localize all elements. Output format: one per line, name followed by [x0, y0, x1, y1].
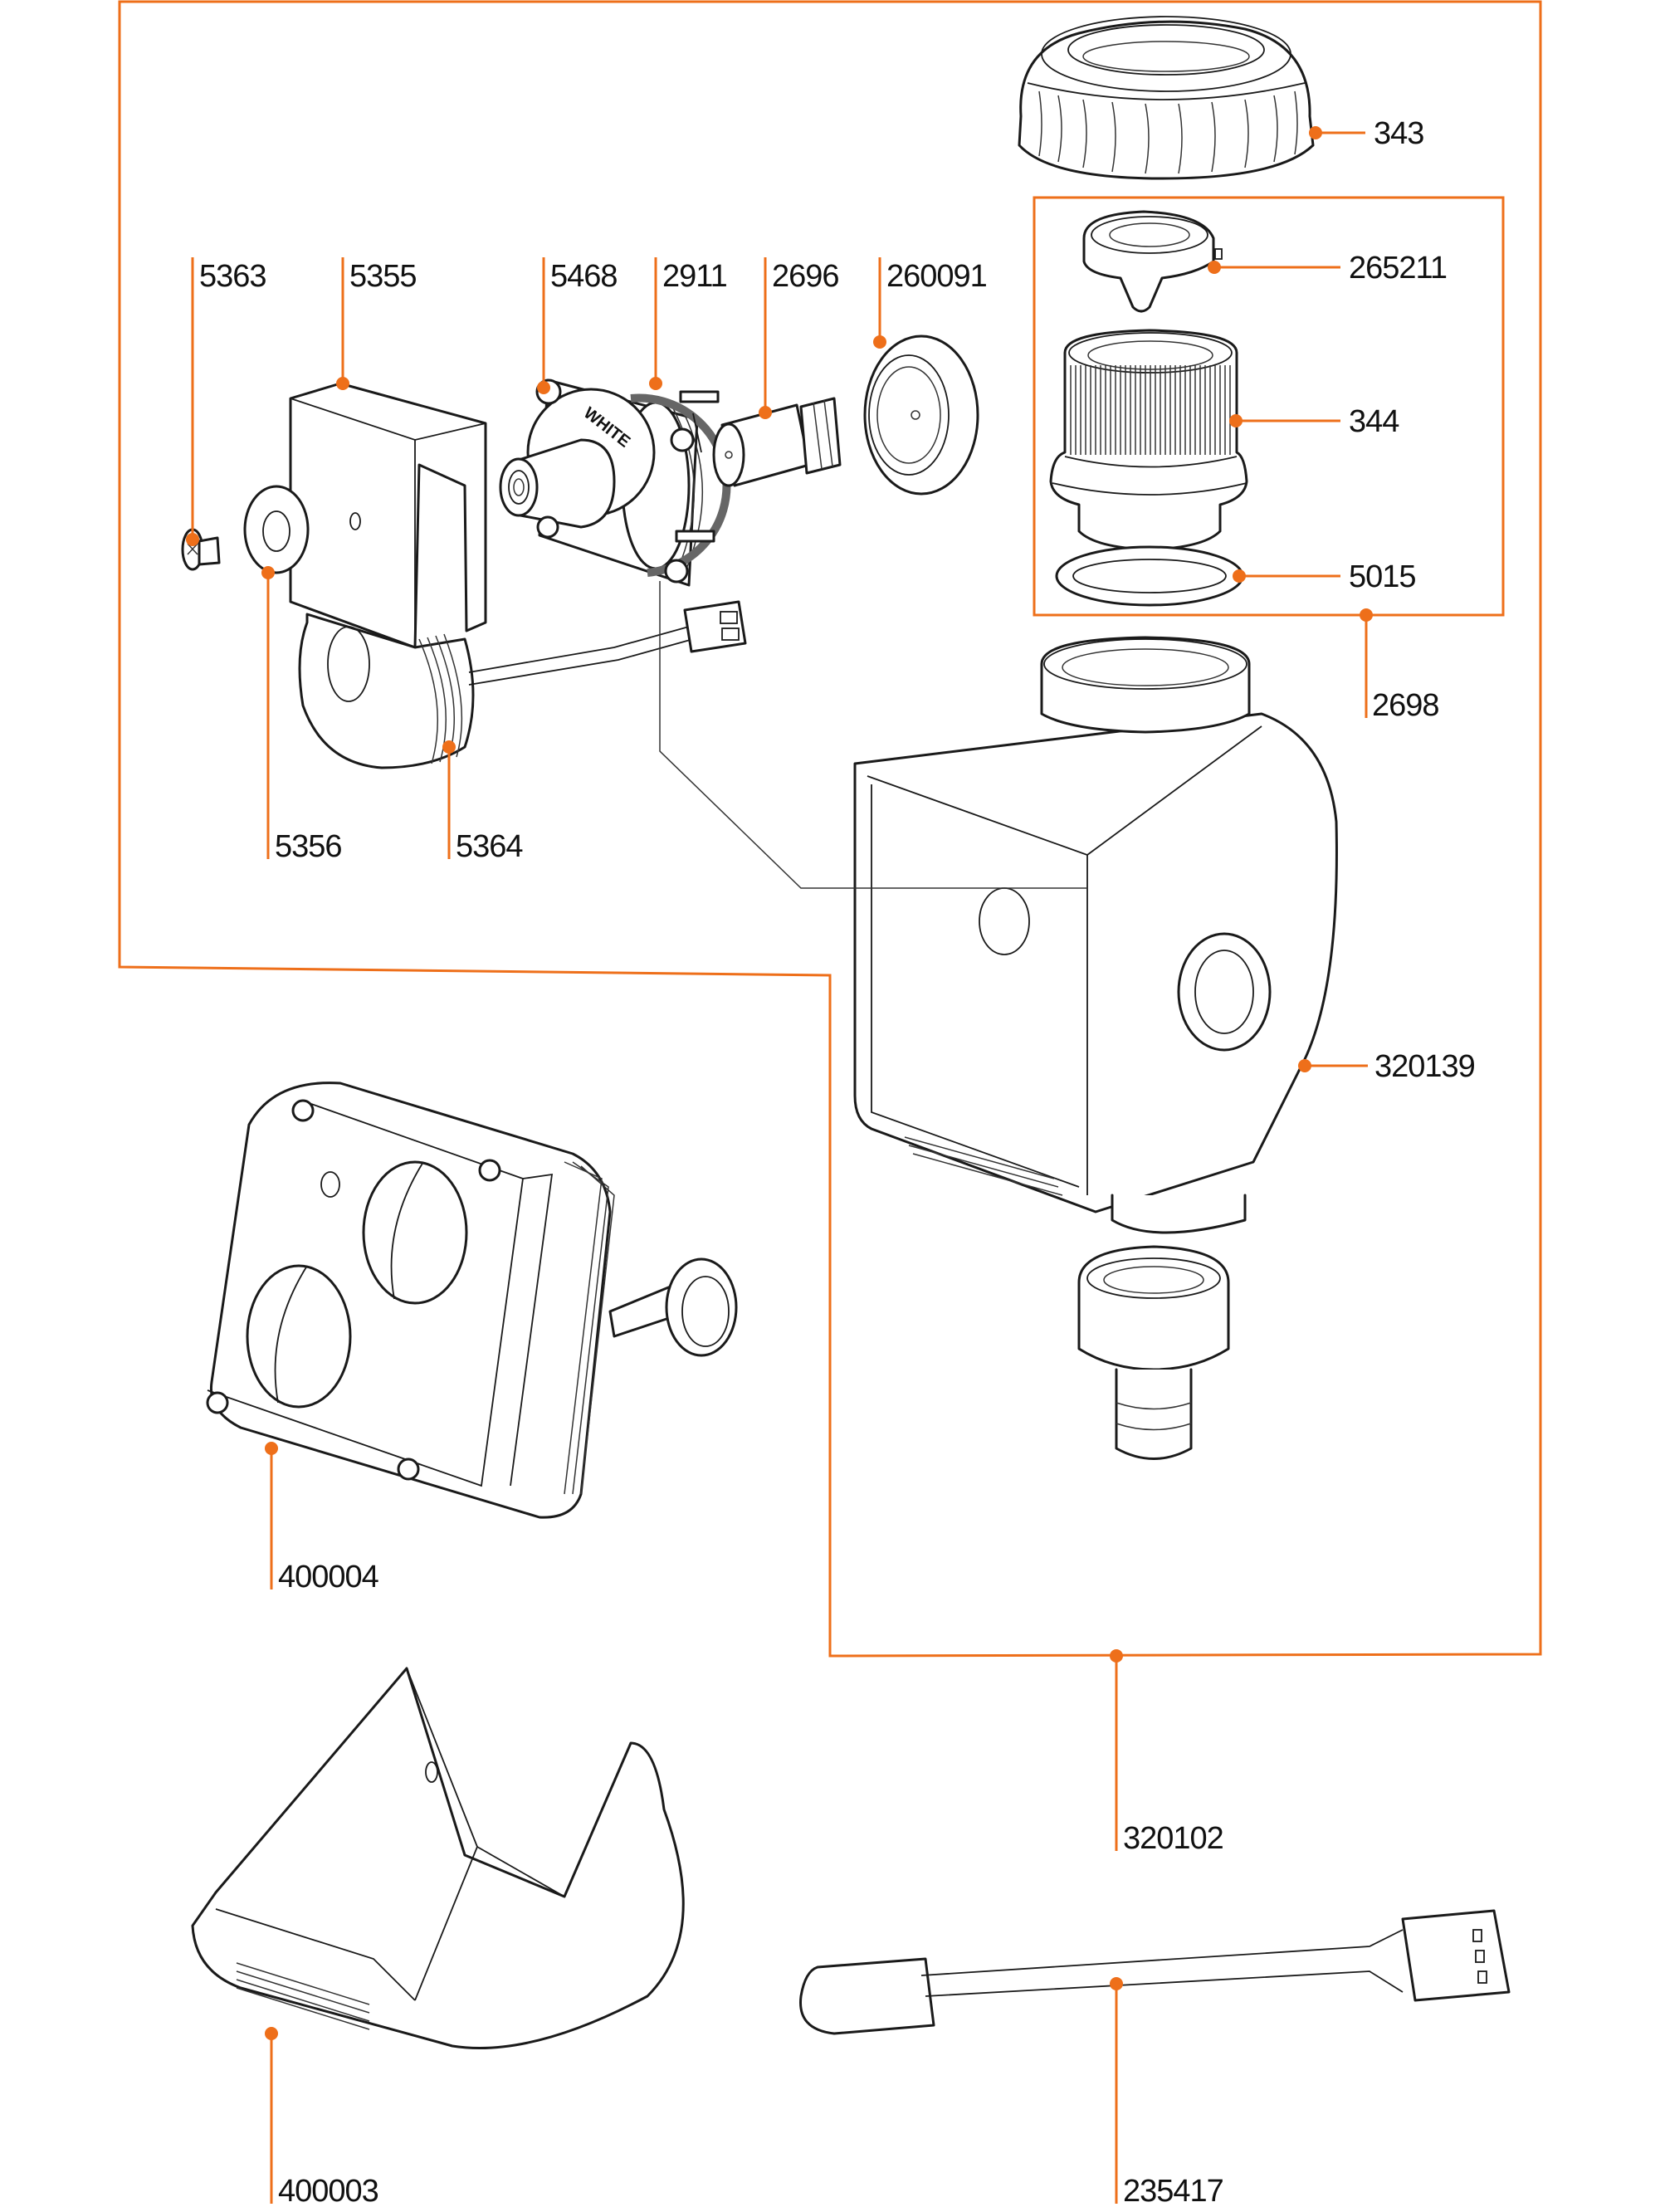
- callout-265211: 265211: [1208, 251, 1448, 286]
- callout-dot: [1208, 261, 1221, 274]
- part-number-label[interactable]: 5355: [349, 259, 417, 294]
- callout-5468: 5468: [537, 257, 618, 394]
- part-5355-coil-bracket[interactable]: [289, 382, 487, 649]
- part-number-label[interactable]: 400004: [278, 1560, 380, 1594]
- callout-5015: 5015: [1233, 559, 1417, 594]
- part-number-label[interactable]: 2696: [772, 259, 840, 294]
- part-400003-cover[interactable]: [191, 1667, 685, 2049]
- kit-frame-2698: [1033, 196, 1505, 617]
- callouts: 343 265211 344 5015 2698 320139 5363 5355 5468 29…: [186, 116, 1476, 2209]
- callout-5355: 5355: [336, 257, 417, 390]
- callout-dot: [1298, 1059, 1311, 1072]
- assembly-frame-320102: [118, 0, 1542, 1658]
- part-235417-sensor-cable[interactable]: [799, 1909, 1511, 2035]
- part-number-label[interactable]: 5356: [275, 829, 343, 864]
- part-5364-solenoid-coil[interactable]: [298, 600, 747, 769]
- part-number-label[interactable]: 5364: [456, 829, 524, 864]
- part-344-threaded-adapter[interactable]: [1049, 329, 1248, 551]
- callout-400004: 400004: [265, 1442, 380, 1594]
- callout-235417: 235417: [1110, 1977, 1224, 2209]
- callout-343: 343: [1309, 116, 1424, 151]
- assembly-reference-line: [659, 581, 1087, 889]
- part-number-label[interactable]: 320102: [1123, 1821, 1224, 1856]
- callout-dot: [649, 377, 662, 390]
- callout-dot: [265, 2027, 278, 2040]
- callout-dot: [265, 1442, 278, 1455]
- callout-dot: [1233, 569, 1246, 583]
- callout-dot: [759, 406, 772, 419]
- part-number-label[interactable]: 344: [1349, 404, 1400, 439]
- callout-dot: [442, 740, 456, 754]
- callout-dot: [1110, 1649, 1123, 1663]
- callout-2698: 2698: [1360, 608, 1440, 723]
- part-number-label[interactable]: 260091: [886, 259, 988, 294]
- part-265211-restrictor[interactable]: [1082, 210, 1223, 313]
- callout-dot: [1360, 608, 1373, 622]
- callout-dot: [873, 335, 886, 349]
- callout-320102: 320102: [1110, 1649, 1224, 1856]
- part-number-label[interactable]: 343: [1374, 116, 1424, 151]
- part-5356-washer[interactable]: [243, 485, 310, 574]
- callout-320139: 320139: [1298, 1049, 1476, 1084]
- callout-2696: 2696: [759, 257, 840, 419]
- part-343-union-nut[interactable]: [1018, 16, 1315, 180]
- callout-dot: [186, 533, 199, 546]
- part-number-label[interactable]: 320139: [1374, 1049, 1476, 1084]
- callout-400003: 400003: [265, 2027, 379, 2209]
- part-outlet-connector[interactable]: [1077, 1245, 1230, 1460]
- callout-344: 344: [1229, 404, 1400, 439]
- callout-dot: [1229, 414, 1243, 427]
- part-number-label[interactable]: 5363: [199, 259, 267, 294]
- part-400004-control-unit[interactable]: [206, 1082, 738, 1519]
- callout-5364: 5364: [442, 740, 524, 864]
- part-number-label[interactable]: 235417: [1123, 2174, 1224, 2209]
- callout-5363: 5363: [186, 257, 267, 546]
- part-2696-plunger[interactable]: [712, 397, 842, 487]
- part-260091-diaphragm[interactable]: [863, 334, 979, 496]
- callout-dot: [336, 377, 349, 390]
- part-number-label[interactable]: 400003: [278, 2174, 379, 2209]
- part-number-label[interactable]: 2911: [662, 259, 728, 294]
- callout-dot: [1309, 126, 1322, 139]
- part-5015-o-ring[interactable]: [1055, 545, 1244, 607]
- part-number-label[interactable]: 5015: [1349, 559, 1417, 594]
- callout-2911: 2911: [649, 257, 728, 390]
- part-320139-housing[interactable]: [853, 636, 1338, 1234]
- callout-260091: 260091: [873, 257, 988, 349]
- callout-dot: [537, 381, 550, 394]
- part-number-label[interactable]: 2698: [1372, 688, 1440, 723]
- callout-dot: [261, 566, 275, 579]
- part-number-label[interactable]: 265211: [1349, 251, 1448, 286]
- callout-dot: [1110, 1977, 1123, 1990]
- part-number-label[interactable]: 5468: [550, 259, 618, 294]
- callout-5356: 5356: [261, 566, 343, 864]
- part-2911-valve-body[interactable]: WHITE: [499, 378, 731, 587]
